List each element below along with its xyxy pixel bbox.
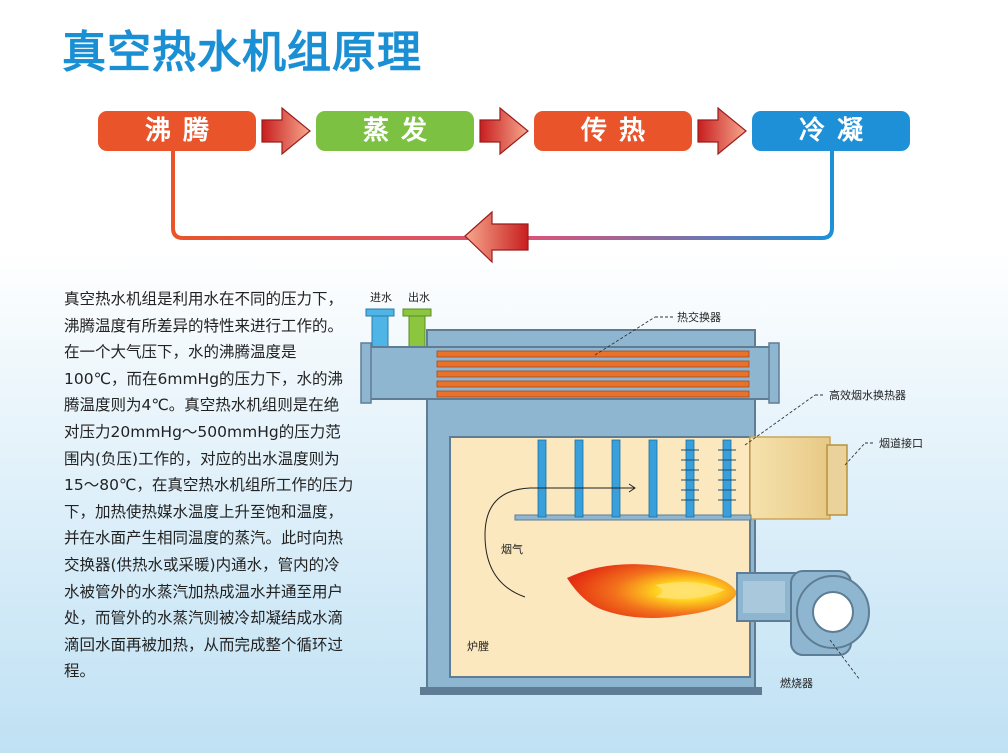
label-flue-heat-exchanger: 高效烟水换热器	[829, 388, 906, 402]
step-evaporation: 蒸发	[316, 111, 474, 151]
return-arrow-icon	[464, 210, 529, 264]
step-condensation: 冷凝	[752, 111, 910, 151]
vertical-flue-tubes	[537, 439, 732, 518]
label-heat-exchanger: 热交换器	[677, 310, 721, 324]
step-boiling: 沸腾	[98, 111, 256, 151]
label-flue-connection: 烟道接口	[879, 436, 923, 450]
furnace-chamber	[449, 436, 751, 678]
burner-fan	[790, 570, 870, 656]
arrow-1-icon	[261, 106, 311, 156]
flue-connection	[826, 444, 848, 516]
label-flue-gas: 烟气	[501, 542, 523, 556]
flame-icon	[567, 564, 737, 619]
machine-diagram: 进水 出水	[360, 290, 923, 695]
label-water-in: 进水	[370, 291, 392, 304]
description-text: 真空热水机组是利用水在不同的压力下，沸腾温度有所差异的特性来进行工作的。在一个大…	[64, 290, 354, 681]
finned-tubes	[681, 449, 736, 501]
leader-lines	[594, 316, 875, 681]
base-plate	[420, 687, 762, 695]
label-furnace: 炉膛	[467, 639, 489, 653]
flue-gas-flow-line	[484, 487, 635, 598]
arrow-2-icon	[479, 106, 529, 156]
heat-exchanger-tubes	[436, 350, 750, 398]
label-water-out: 出水	[408, 290, 430, 304]
arrow-3-icon	[697, 106, 747, 156]
label-burner: 燃烧器	[780, 676, 813, 690]
step-heat-transfer: 传热	[534, 111, 692, 151]
process-flow	[171, 106, 834, 264]
flue-duct	[749, 436, 831, 520]
page-title: 真空热水机组原理	[62, 27, 422, 78]
